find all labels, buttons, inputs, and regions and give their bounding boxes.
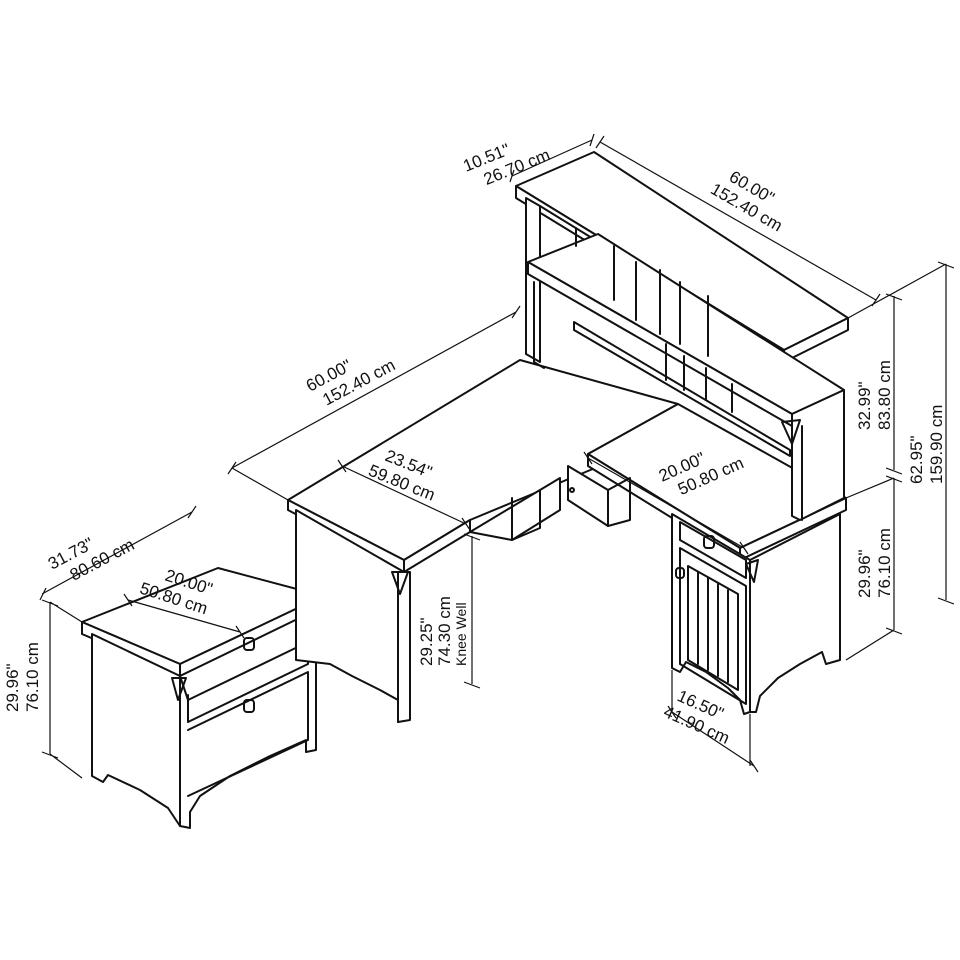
svg-text:Knee Well: Knee Well: [453, 602, 469, 666]
file-width-dim-line: [39, 505, 197, 601]
svg-text:76.10 cm: 76.10 cm: [875, 528, 894, 598]
hutch: [515, 151, 849, 521]
file-depth-dim-line: [123, 593, 245, 639]
file-height-dim-line: [41, 599, 83, 779]
pedestal-bracket: [745, 559, 759, 583]
pedestal-drawer-handle: [703, 535, 715, 549]
pedestal-door-knob: [675, 567, 685, 579]
svg-text:62.95": 62.95": [907, 435, 926, 484]
pedestal-door: [679, 547, 747, 705]
lateral-file-cabinet: [39, 505, 324, 829]
total-height-label: 62.95" 159.90 cm: [907, 405, 946, 484]
modesty-panel: [469, 477, 561, 541]
total-height-dim-line: [847, 261, 955, 605]
svg-text:29.96": 29.96": [3, 663, 22, 712]
svg-text:29.25": 29.25": [417, 617, 436, 666]
pedestal-depth-dim-line: [667, 670, 759, 773]
desk-width-label: 60.00" 152.40 cm: [303, 355, 398, 409]
hutch-width-label: 60.00" 152.40 cm: [707, 167, 785, 235]
file-drawer-handle-top: [243, 637, 255, 651]
svg-text:83.80 cm: 83.80 cm: [875, 360, 894, 430]
hutch-cubby: [573, 227, 791, 457]
knee-well-dim-line: [463, 533, 481, 689]
hutch-height-label: 32.99" 83.80 cm: [855, 360, 894, 430]
svg-text:32.99": 32.99": [855, 381, 874, 430]
svg-text:29.96": 29.96": [855, 549, 874, 598]
hutch-side-left: [533, 281, 545, 369]
hutch-left-panel: [525, 197, 541, 363]
svg-text:159.90 cm: 159.90 cm: [927, 405, 946, 484]
return-depth-dim-line: [583, 451, 749, 555]
svg-text:74.30 cm: 74.30 cm: [435, 596, 454, 666]
desk-bracket: [391, 571, 409, 595]
pedestal-side: [749, 513, 841, 713]
hutch-bracket: [781, 419, 801, 445]
desk-height-dim-line: [845, 475, 903, 661]
hutch-depth-dim-line: [509, 133, 595, 183]
file-height-label: 29.96" 76.10 cm: [3, 642, 42, 712]
knee-well-label: 29.25" 74.30 cm Knee Well: [417, 596, 469, 666]
desk-depth-dim-line: [337, 459, 471, 531]
file-width-label: 31.73" 80.60 cm: [45, 534, 137, 585]
hutch-right-panel: [791, 389, 845, 521]
desk-height-label: 29.96" 76.10 cm: [855, 528, 894, 598]
svg-text:76.10 cm: 76.10 cm: [23, 642, 42, 712]
dimension-lines: [227, 133, 955, 773]
desk-width-dim-line: [227, 305, 521, 501]
file-drawer-handle-bottom: [243, 699, 255, 713]
file-bracket-left: [171, 677, 187, 701]
l-shaped-desk: [287, 359, 847, 723]
pedestal-drawer: [679, 521, 747, 579]
